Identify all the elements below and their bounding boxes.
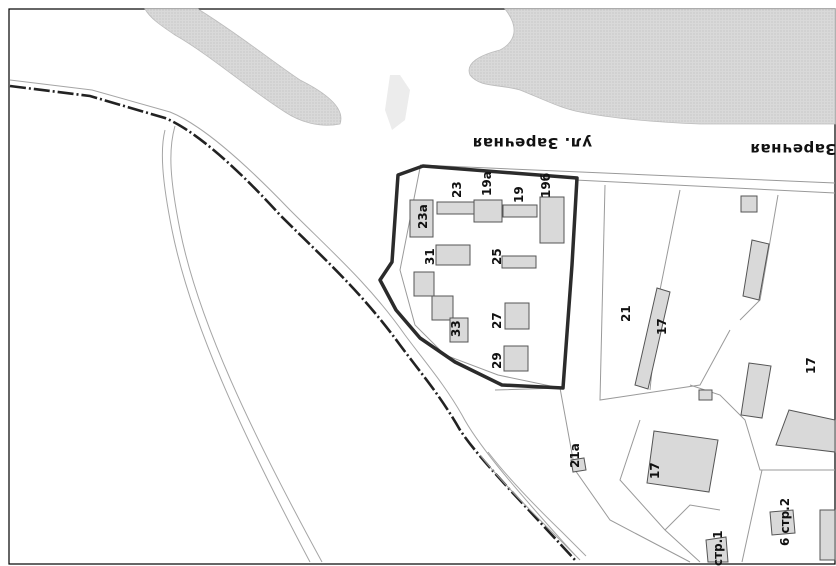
building-31b xyxy=(413,271,435,297)
label-6str2: 6 стр.2 xyxy=(778,498,792,546)
building-small xyxy=(698,389,713,401)
building-right-2 xyxy=(740,362,772,419)
building-19 xyxy=(502,204,538,218)
street-edge-south xyxy=(574,179,836,194)
building-31 xyxy=(435,244,471,266)
building-17-big xyxy=(646,430,719,493)
building-right-top xyxy=(740,195,758,213)
building-25 xyxy=(501,255,537,269)
street-label-zarechnaya-2: Заречная xyxy=(750,140,836,158)
building-23 xyxy=(436,201,476,215)
building-19b xyxy=(539,196,565,244)
label-19b: 19б xyxy=(539,173,553,198)
label-19: 19 xyxy=(512,186,526,203)
selected-parcel-boundary[interactable] xyxy=(378,164,579,390)
water-area-right xyxy=(468,8,836,125)
label-str1: стр.1 xyxy=(711,530,725,566)
label-19a: 19а xyxy=(480,171,494,196)
building-27 xyxy=(504,302,530,330)
label-25: 25 xyxy=(490,248,504,265)
building-21a xyxy=(570,457,587,473)
label-31: 31 xyxy=(423,248,437,265)
building-17-long xyxy=(634,287,671,390)
street-edge-north xyxy=(419,164,836,184)
building-6str2 xyxy=(769,509,796,536)
building-23a xyxy=(409,199,434,238)
road-edge-4 xyxy=(479,454,581,561)
label-29: 29 xyxy=(490,352,504,369)
railway-line xyxy=(9,84,576,561)
label-33: 33 xyxy=(449,320,463,337)
building-labels: 23а 23 19а 19 19б 31 25 33 27 29 21 17 1… xyxy=(416,171,818,566)
building-29 xyxy=(503,345,529,372)
street-label-zarechnaya: ул. Заречная xyxy=(472,134,592,152)
label-23a: 23а xyxy=(416,204,430,229)
label-17-big: 17 xyxy=(648,462,662,479)
label-21: 21 xyxy=(619,305,633,322)
water-shading xyxy=(385,75,410,130)
buildings xyxy=(409,195,836,563)
building-right-3 xyxy=(775,409,836,453)
building-33 xyxy=(449,317,469,343)
label-17-long: 17 xyxy=(655,318,669,335)
road-edge-2 xyxy=(161,129,311,563)
building-right-1 xyxy=(742,239,770,301)
label-23: 23 xyxy=(450,181,464,198)
label-17-right: 17 xyxy=(804,357,818,374)
building-19a xyxy=(473,199,503,223)
building-33a xyxy=(431,295,454,321)
road-edge-5 xyxy=(487,451,587,557)
label-21a: 21а xyxy=(568,443,582,468)
road-edge-3 xyxy=(170,125,323,563)
building-far-right xyxy=(819,509,836,561)
label-27: 27 xyxy=(490,312,504,329)
building-str1 xyxy=(705,536,729,563)
road-edge-1 xyxy=(9,79,576,556)
water-area-left xyxy=(144,8,342,126)
